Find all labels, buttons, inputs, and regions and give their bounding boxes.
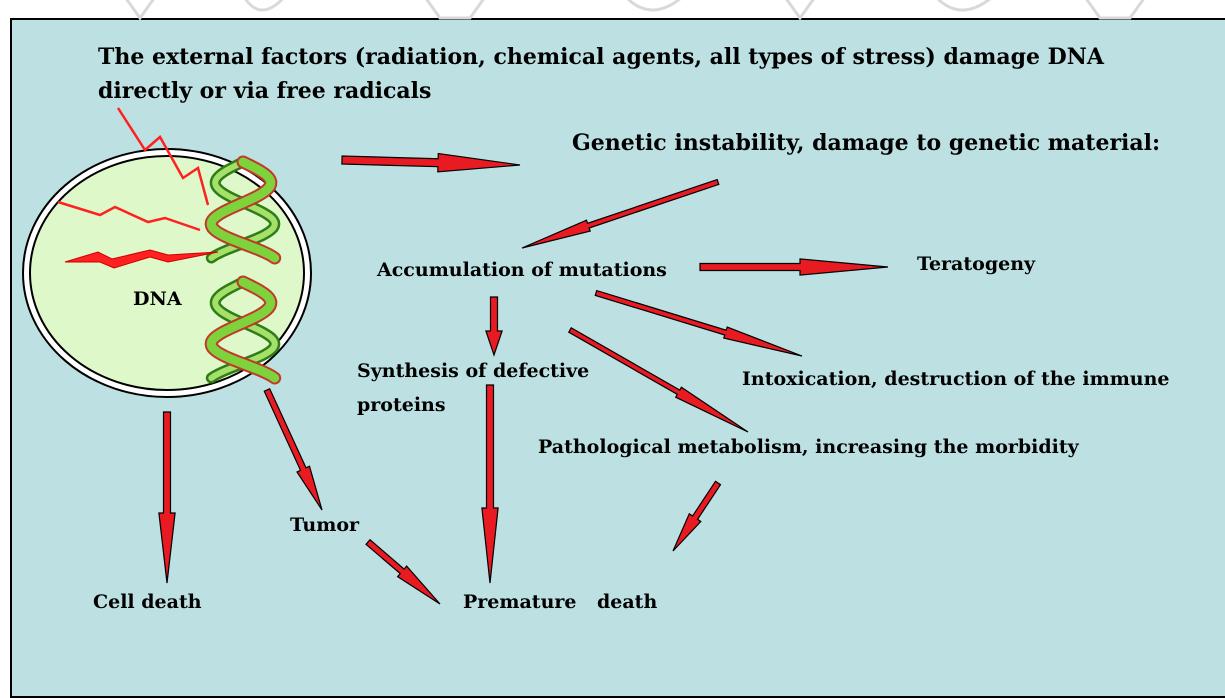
dna-label: DNA bbox=[133, 288, 182, 311]
intoxication-label: Intoxication, destruction of the immune bbox=[742, 368, 1170, 391]
genetic-instability-label: Genetic instability, damage to genetic m… bbox=[572, 128, 1160, 160]
arrow-cell-to-tumor bbox=[264, 389, 322, 510]
arrow-cell-to-genetic bbox=[342, 154, 520, 172]
arrow-tumor-to-premature bbox=[366, 540, 440, 604]
arrow-accumulation-to-synthesis bbox=[486, 297, 502, 355]
arrow-genetic-to-accumulation bbox=[522, 180, 719, 248]
arrow-cell-to-celldeath bbox=[159, 412, 175, 583]
teratogeny-label: Teratogeny bbox=[917, 253, 1035, 276]
tumor-label: Tumor bbox=[290, 514, 359, 537]
synthesis-label-line-1: Synthesis of defective bbox=[357, 360, 589, 383]
arrow-pathological-to-death bbox=[673, 481, 721, 551]
synthesis-label-line-2: proteins bbox=[357, 394, 446, 417]
arrow-accumulation-to-teratogeny bbox=[700, 259, 888, 275]
pathological-label: Pathological metabolism, increasing the … bbox=[538, 436, 1079, 459]
arrow-synthesis-to-premature bbox=[482, 385, 498, 583]
death-label: death bbox=[597, 591, 657, 614]
title-line-1: The external factors (radiation, chemica… bbox=[98, 42, 1104, 74]
premature-label: Premature bbox=[463, 591, 577, 614]
title-line-2: directly or via free radicals bbox=[98, 76, 431, 108]
cell-death-label: Cell death bbox=[93, 591, 202, 614]
arrow-accumulation-to-pathological bbox=[569, 328, 748, 432]
arrow-accumulation-to-intoxication bbox=[595, 291, 802, 356]
accumulation-label: Accumulation of mutations bbox=[377, 259, 667, 282]
